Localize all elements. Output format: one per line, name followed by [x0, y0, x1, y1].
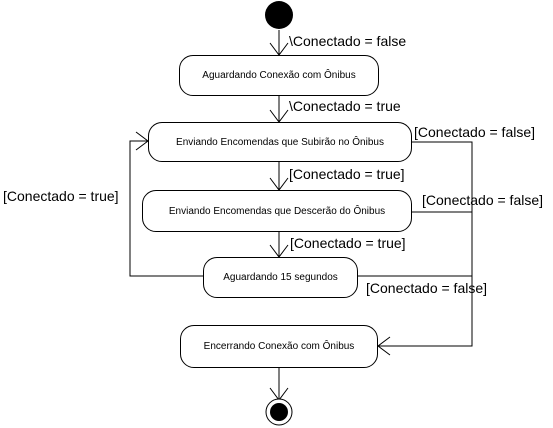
- state-aguardando-15s: Aguardando 15 segundos: [203, 257, 358, 298]
- state-label: Enviando Encomendas que Subirão no Ônibu…: [176, 136, 384, 148]
- guard-initial: \Conectado = false: [289, 33, 407, 49]
- guard-loop: [Conectado = true]: [3, 188, 119, 204]
- guard-s4-end: [Conectado = false]: [366, 280, 488, 296]
- state-enviando-subirao: Enviando Encomendas que Subirão no Ônibu…: [148, 122, 412, 162]
- edge-s2-to-s5: [378, 141, 473, 347]
- arrowhead-s5: [377, 336, 391, 356]
- guard-s2-end: [Conectado = false]: [414, 124, 536, 140]
- guard-s3-s4: [Conectado = true]: [290, 235, 406, 251]
- state-label: Encerrando Conexão com Ônibus: [203, 341, 355, 352]
- final-node-dot: [270, 403, 288, 421]
- guard-s1-s2: \Conectado = true: [289, 98, 401, 114]
- guard-s3-end: [Conectado = false]: [422, 192, 544, 208]
- state-enviando-descerao: Enviando Encomendas que Descerão do Ônib…: [142, 190, 412, 232]
- state-label: Aguardando Conexão com Ônibus: [202, 70, 356, 81]
- edge-loop-s4-to-s2: [129, 140, 203, 277]
- state-aguardando-conexao: Aguardando Conexão com Ônibus: [179, 55, 379, 96]
- state-encerrando-conexao: Encerrando Conexão com Ônibus: [180, 325, 378, 368]
- initial-node: [265, 1, 293, 29]
- state-label: Aguardando 15 segundos: [223, 272, 338, 283]
- state-label: Enviando Encomendas que Descerão do Ônib…: [168, 205, 386, 217]
- guard-s2-s3: [Conectado = true]: [289, 166, 405, 182]
